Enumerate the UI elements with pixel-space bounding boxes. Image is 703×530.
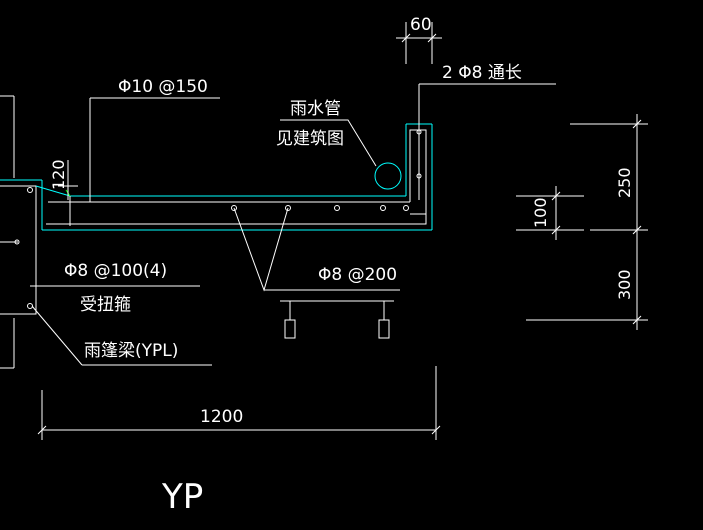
label-dist-bar: Φ8 @200 (318, 265, 397, 285)
drawing-title: YP (161, 477, 203, 517)
dim-tick (37, 425, 47, 435)
detail-hook-left-box (284, 319, 296, 339)
label-beam-name: 雨篷梁(YPL) (84, 341, 178, 361)
leader-lines (30, 83, 556, 366)
rebar-dot (27, 187, 33, 193)
dim-top-width (396, 22, 442, 64)
beam-stirrup-outline (0, 185, 37, 315)
dim-slab-edge (58, 160, 78, 200)
dim-tick (632, 119, 642, 129)
label-through-bar: 2 Φ8 通长 (442, 63, 522, 83)
label-pipe-line1: 雨水管 (290, 99, 341, 119)
labels: Φ10 @150 雨水管 见建筑图 2 Φ8 通长 Φ8 @100(4) 受扭箍… (49, 15, 634, 517)
dim-text-slab-thickness: 100 (531, 197, 550, 228)
label-pipe-line2: 见建筑图 (276, 129, 344, 149)
leader-pipe (280, 119, 377, 167)
beam-section (0, 95, 37, 369)
dim-tick (551, 191, 561, 201)
rebar-dot (231, 205, 237, 211)
dim-tick (551, 225, 561, 235)
detail-hook-right-box (378, 319, 390, 339)
rebar-dot (416, 173, 422, 179)
dim-tick (427, 33, 437, 43)
dim-text-span: 1200 (200, 407, 243, 427)
beam-rebar-dots (14, 187, 33, 309)
label-torsion-bar: 受扭箍 (80, 295, 131, 315)
slab-rebar-dots (231, 129, 422, 211)
dim-heights (526, 114, 648, 330)
label-stirrup-spec: Φ8 @100(4) (64, 261, 167, 281)
dim-text-slab-edge: 120 (49, 159, 68, 190)
label-top-bar: Φ10 @150 (118, 77, 208, 97)
dim-tick (431, 425, 441, 435)
rebar-dot (14, 239, 20, 245)
dim-text-top-width: 60 (410, 15, 432, 35)
dim-tick (632, 225, 642, 235)
upstand-bar-loop (46, 129, 427, 225)
dim-text-upper-height: 250 (615, 167, 634, 198)
rain-pipe-circle (374, 162, 402, 190)
rebar-dot (380, 205, 386, 211)
dim-slab-thickness (516, 186, 584, 240)
slab-rebar (46, 129, 427, 292)
leader-beam (31, 305, 83, 366)
dim-tick (632, 315, 642, 325)
dim-text-lower-height: 300 (615, 269, 634, 300)
rebar-dot (403, 205, 409, 211)
dim-span (37, 366, 441, 440)
rebar-dot (334, 205, 340, 211)
dist-bar-detail (280, 300, 394, 339)
rebar-dot (285, 205, 291, 211)
dim-tick (401, 33, 411, 43)
